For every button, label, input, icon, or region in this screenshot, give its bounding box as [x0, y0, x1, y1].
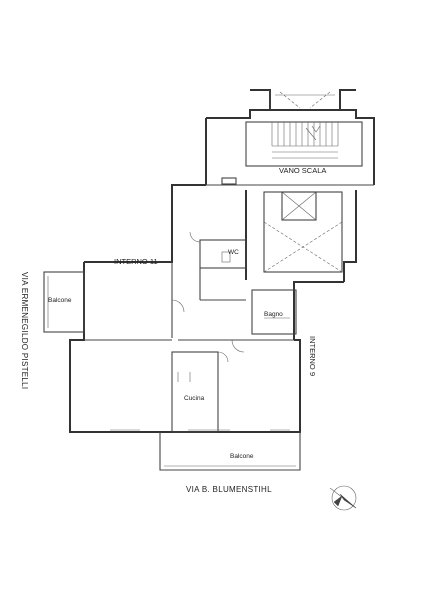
room-label-balcone-west: Balcone — [48, 297, 72, 304]
room-label-interno-11: INTERNO 11 — [114, 257, 158, 266]
room-label-cucina: Cucina — [184, 395, 205, 402]
stair-steps — [271, 122, 339, 159]
apartment-outline — [69, 184, 344, 433]
west-balcony: Balcone — [43, 271, 85, 333]
room-label-bagno: Bagno — [264, 311, 283, 318]
room-label-interno-9: INTERNO 9 — [308, 336, 317, 376]
south-balcony: Balcone — [159, 432, 301, 471]
room-label-vano-scala: VANO SCALA — [279, 166, 326, 175]
interior-walls — [84, 231, 297, 433]
street-label-west: VIA ERMENEGILDO PISTELLI — [20, 272, 29, 389]
room-label-wc: WC — [228, 249, 239, 256]
street-label-south: VIA B. BLUMENSTIHL — [186, 485, 272, 494]
room-label-balcone-south: Balcone — [230, 453, 254, 460]
north-arrow-icon — [329, 485, 357, 511]
staircase-block: VANO SCALA — [205, 89, 375, 282]
